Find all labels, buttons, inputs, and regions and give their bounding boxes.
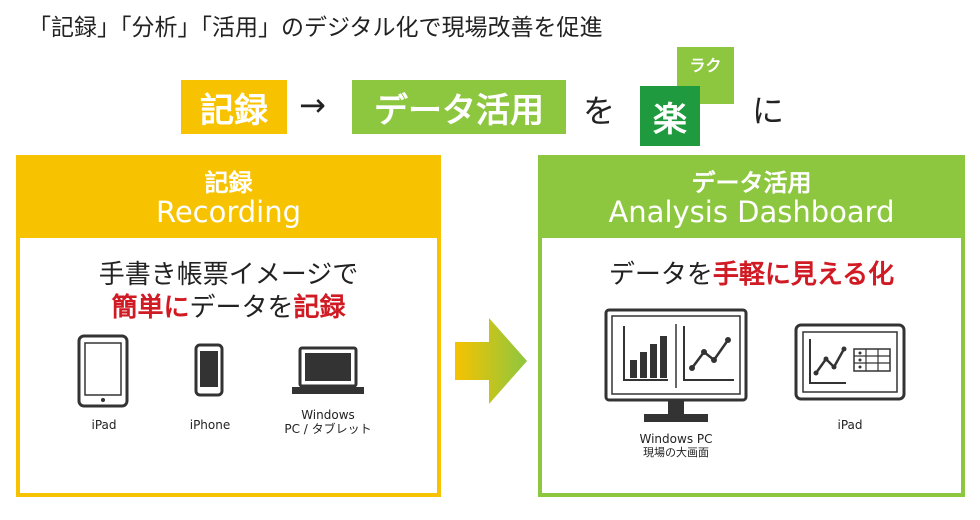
laptop-icon: [292, 346, 364, 394]
device-label-ipad-dashboard: iPad: [837, 418, 863, 432]
headline: 「記録」「分析」「活用」のデジタル化で現場改善を促進: [28, 15, 603, 41]
device-label-windows: Windows: [301, 408, 355, 422]
recording-title-en: Recording: [155, 195, 302, 229]
monitor-icon: [604, 308, 748, 422]
raku-ruby: ラク: [689, 56, 722, 75]
particle-ni: に: [752, 92, 785, 130]
flow-arrow: →: [299, 86, 326, 124]
recording-description-line2: 簡単にデータを記録: [16, 287, 441, 324]
device-label-pc-tablet: PC / タブレット: [284, 422, 372, 436]
recording-description-mid: データを: [189, 293, 294, 323]
recording-emphasis-record: 記録: [293, 293, 346, 323]
analysis-title-en: Analysis Dashboard: [608, 195, 895, 229]
analysis-title-jp: データ活用: [691, 169, 812, 197]
gradient-arrow-icon: [455, 318, 527, 404]
recording-panel-header: [16, 155, 441, 238]
recording-emphasis-easy: 簡単に: [111, 293, 190, 323]
analysis-emphasis: 手軽に見える化: [712, 260, 895, 290]
analysis-description: データを手軽に見える化: [538, 254, 965, 291]
raku-chip: 楽: [640, 86, 700, 146]
recording-title-jp: 記録: [204, 169, 253, 197]
tablet-dashboard-icon: [794, 323, 906, 401]
device-label-windows-pc: Windows PC: [639, 432, 713, 446]
device-label-iphone: iPhone: [189, 418, 231, 432]
smartphone-icon: [194, 343, 224, 397]
record-chip: 記録: [181, 80, 287, 134]
tablet-icon: [77, 334, 129, 408]
device-label-large-screen: 現場の大画面: [643, 446, 709, 459]
particle-wo: を: [583, 92, 616, 130]
device-label-ipad: iPad: [91, 418, 117, 432]
data-use-chip: データ活用: [352, 80, 566, 134]
analysis-panel-header: [538, 155, 965, 238]
analysis-description-pre: データを: [608, 260, 713, 290]
recording-description-line1: 手書き帳票イメージで: [98, 260, 359, 290]
